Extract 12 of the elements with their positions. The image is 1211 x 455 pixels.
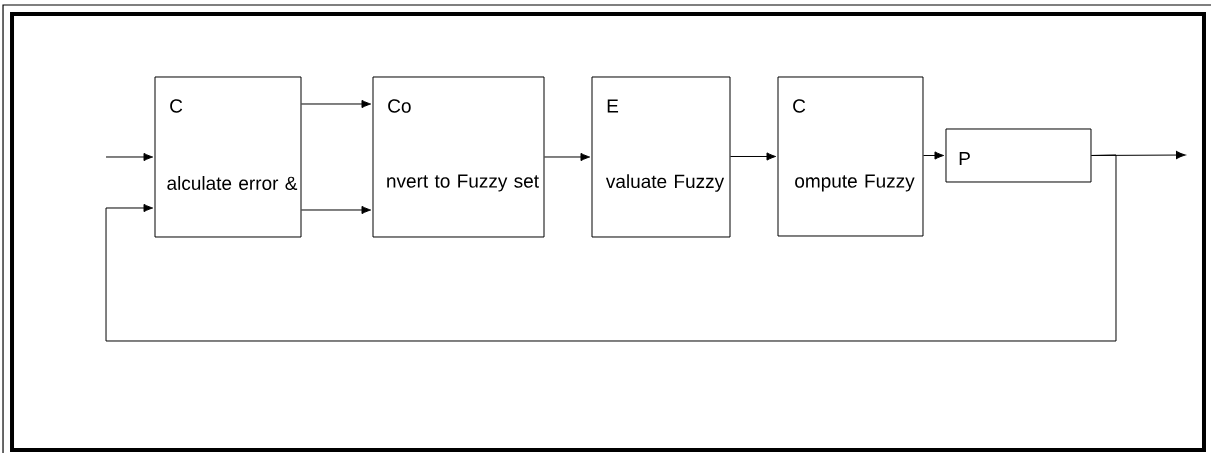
process-box: E valuate Fuzzy	[591, 76, 731, 238]
process-box: C ompute Fuzzy	[777, 76, 924, 237]
process-box: C alculate error &	[154, 76, 302, 238]
arrow	[923, 151, 945, 160]
process-box: P	[945, 128, 1092, 183]
arrow	[544, 152, 591, 162]
arrow	[301, 99, 372, 109]
arrow	[730, 152, 777, 161]
arrow	[301, 205, 372, 215]
process-box: Co nvert to Fuzzy set	[372, 76, 545, 238]
arrow	[105, 154, 1117, 342]
arrow	[105, 152, 154, 162]
